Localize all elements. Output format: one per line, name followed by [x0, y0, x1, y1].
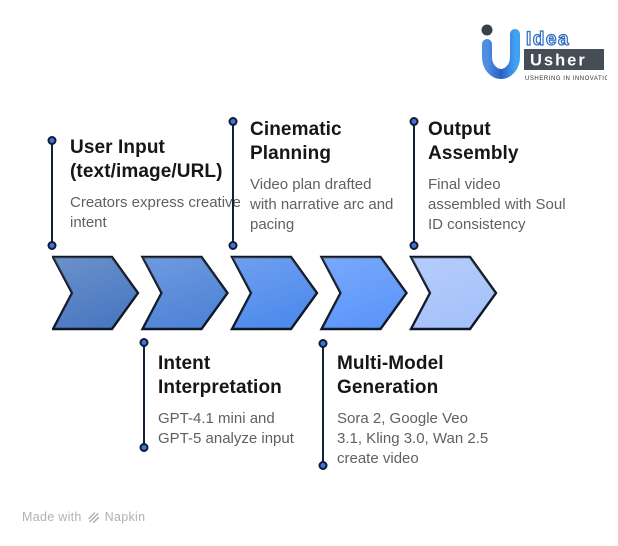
- connector-line-cinematic-planning: [232, 122, 234, 245]
- connector-line-user-input: [51, 141, 53, 245]
- chevron-arrow-5: [409, 255, 498, 331]
- logo-idea-text: Idea: [526, 29, 570, 50]
- chevron-arrow-2: [140, 255, 229, 331]
- step-description: Creators express creative intent: [70, 193, 241, 232]
- made-with-text: Made with: [22, 510, 82, 524]
- step-description: Sora 2, Google Veo 3.1, Kling 3.0, Wan 2…: [337, 409, 489, 468]
- step-label-cinematic-planning: Cinematic Planning Video plan drafted wi…: [250, 118, 400, 236]
- step-label-output-assembly: Output Assembly Final video assembled wi…: [428, 118, 570, 236]
- logo-usher-box: [524, 49, 604, 70]
- logo-tagline: USHERING IN INNOVATION: [525, 76, 607, 82]
- step-title: User Input (text/image/URL): [70, 137, 223, 182]
- step-description: Final video assembled with Soul ID consi…: [428, 175, 566, 234]
- step-title: Intent Interpretation: [158, 353, 282, 398]
- logo-i-dot: [481, 24, 493, 36]
- connector-line-output-assembly: [413, 122, 415, 245]
- step-label-user-input: User Input (text/image/URL) Creators exp…: [70, 136, 242, 233]
- napkin-brand-text: Napkin: [104, 510, 146, 524]
- chevron-flow-graphic: [51, 255, 498, 331]
- step-label-intent-interpretation: Intent Interpretation GPT-4.1 mini and G…: [158, 352, 310, 449]
- step-title: Output Assembly: [428, 119, 519, 164]
- step-description: Video plan drafted with narrative arc an…: [250, 175, 394, 234]
- made-with-napkin-badge[interactable]: Made with Napkin: [22, 510, 145, 524]
- chevron-arrow-3: [230, 255, 319, 331]
- napkin-logo-icon: [87, 511, 100, 524]
- idea-usher-logo-graphic: Idea Usher USHERING IN INNOVATION: [481, 24, 614, 82]
- chevron-flow-band: [51, 255, 502, 338]
- connector-line-multi-model-generation: [322, 344, 324, 465]
- logo-usher-text: Usher: [530, 52, 587, 70]
- logo-u-mark: [482, 29, 520, 80]
- chevron-arrow-1: [51, 255, 140, 331]
- step-description: GPT-4.1 mini and GPT-5 analyze input: [158, 409, 294, 448]
- chevron-arrow-4: [319, 255, 408, 331]
- idea-usher-logo: Idea Usher USHERING IN INNOVATION: [479, 22, 614, 91]
- step-label-multi-model-generation: Multi-Model Generation Sora 2, Google Ve…: [337, 352, 489, 470]
- connector-line-intent-interpretation: [143, 343, 145, 447]
- step-title: Cinematic Planning: [250, 119, 342, 164]
- step-title: Multi-Model Generation: [337, 353, 444, 398]
